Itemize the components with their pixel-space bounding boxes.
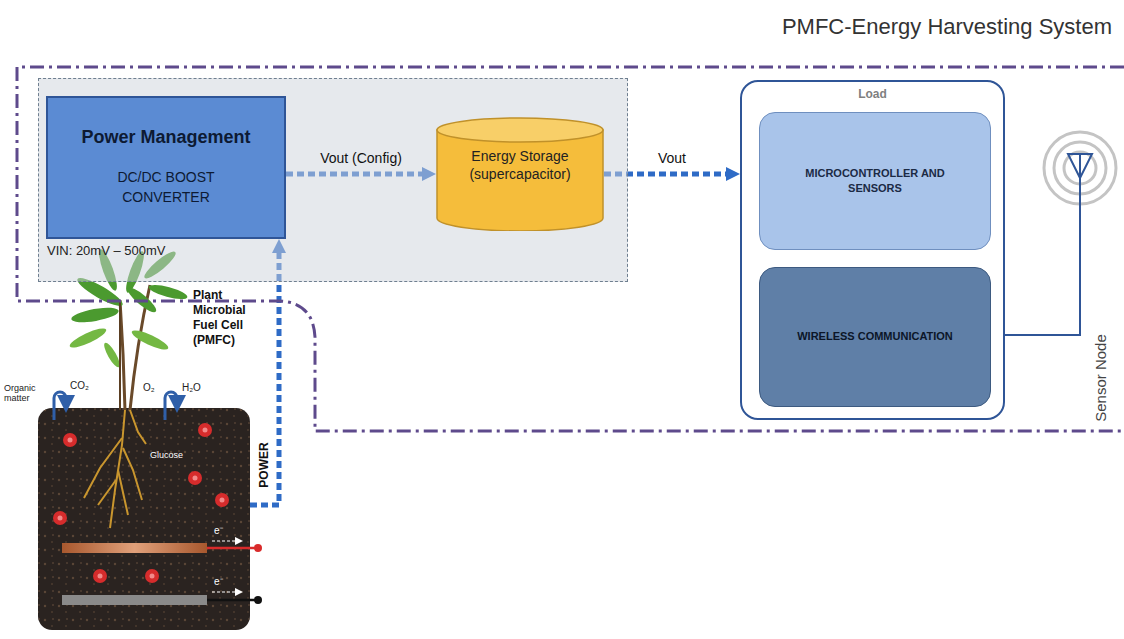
storage-cylinder: Energy Storage (supercapacitor) bbox=[436, 117, 604, 231]
diagram-title: PMFC-Energy Harvesting System bbox=[782, 14, 1112, 40]
cell-heading: Plant Microbial Fuel Cell (PMFC) bbox=[193, 288, 259, 348]
process-box: WIRELESS COMMUNICATION bbox=[759, 267, 991, 407]
gas-label: O₂ bbox=[143, 382, 155, 393]
load-box: LoadMICROCONTROLLER AND SENSORS WIRELESS … bbox=[740, 80, 1005, 420]
box-text: Energy Storage (supercapacitor) bbox=[454, 147, 586, 183]
electron-flow-arrow bbox=[212, 591, 242, 592]
pmfc-cell: Plant Microbial Fuel Cell (PMFC)Glucose bbox=[38, 408, 250, 630]
region-label: Sensor Node bbox=[1092, 334, 1109, 422]
cathode-wire bbox=[207, 599, 255, 602]
anode-electrode bbox=[62, 543, 207, 553]
box-heading: Power Management bbox=[81, 127, 250, 148]
bacteria bbox=[53, 423, 229, 583]
soil-container bbox=[38, 408, 250, 630]
edge-label: POWER bbox=[257, 442, 271, 487]
cathode-electrode bbox=[62, 595, 207, 605]
edge-label: Vout (Config) bbox=[320, 150, 402, 166]
substance-label: Glucose bbox=[150, 450, 183, 460]
electron-label: e⁻ bbox=[214, 576, 223, 587]
anode-wire bbox=[207, 547, 255, 550]
gas-arrow bbox=[54, 392, 66, 420]
electron-flow-arrow bbox=[212, 540, 242, 541]
input-range-label: VIN: 20mV – 500mV bbox=[47, 243, 166, 258]
box-text: DC/DC BOOST CONVERTER bbox=[91, 168, 241, 207]
edge-label: Vout bbox=[658, 150, 686, 166]
substance-label: Organic matter bbox=[4, 384, 52, 404]
cathode-terminal bbox=[254, 596, 262, 604]
electron-label: e⁻ bbox=[214, 525, 223, 536]
power-flow-arrow bbox=[250, 249, 279, 505]
sensor-node-region: Sensor Node VIN: 20mV – 500mV Power Manage… bbox=[15, 65, 1124, 435]
gas-label: CO₂ bbox=[70, 380, 89, 391]
box-text: MICROCONTROLLER AND SENSORS bbox=[795, 166, 955, 197]
gas-label: H₂O bbox=[182, 382, 201, 393]
process-box: Power ManagementDC/DC BOOST CONVERTER bbox=[46, 96, 286, 239]
soil-texture bbox=[38, 408, 250, 630]
process-box: MICROCONTROLLER AND SENSORS bbox=[759, 112, 991, 250]
box-heading: Load bbox=[742, 87, 1003, 101]
plant-roots bbox=[84, 410, 146, 528]
gas-arrow bbox=[165, 392, 177, 420]
power-module-box: VIN: 20mV – 500mV Power ManagementDC/DC B… bbox=[38, 78, 628, 282]
anode-terminal bbox=[254, 544, 262, 552]
box-text: WIRELESS COMMUNICATION bbox=[795, 329, 955, 344]
region-outline bbox=[17, 67, 1124, 431]
